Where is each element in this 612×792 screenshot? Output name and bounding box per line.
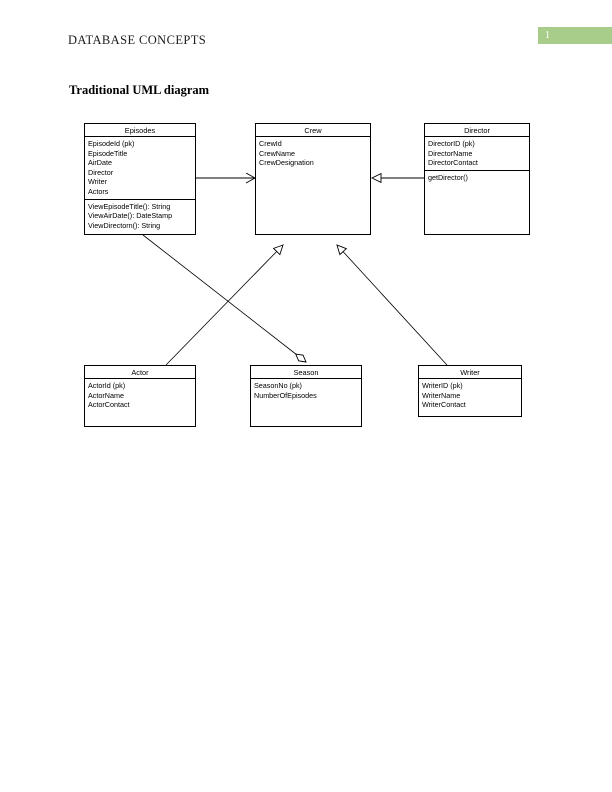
attribute: CrewName bbox=[259, 148, 295, 158]
attribute: AirDate bbox=[88, 158, 112, 168]
attribute: NumberOfEpisodes bbox=[254, 390, 317, 400]
uml-class-writer-attributes: WriterID (pk) WriterName WriterContact bbox=[419, 379, 521, 412]
uml-class-director-attributes: DirectorID (pk) DirectorName DirectorCon… bbox=[425, 137, 529, 171]
uml-class-director-title: Director bbox=[425, 124, 529, 137]
attribute: DirectorID (pk) bbox=[428, 139, 475, 148]
attribute: CrewId bbox=[259, 139, 282, 148]
attribute: Actors bbox=[88, 186, 109, 196]
page-number-badge: 1 bbox=[538, 27, 612, 44]
attribute: EpisodeTitle bbox=[88, 148, 128, 158]
attribute: WriterContact bbox=[422, 400, 466, 410]
uml-class-season[interactable]: Season SeasonNo (pk) NumberOfEpisodes bbox=[250, 365, 362, 427]
uml-class-crew-empty-compartment bbox=[256, 170, 370, 234]
attribute: DirectorName bbox=[428, 148, 473, 158]
attribute: ActorName bbox=[88, 390, 124, 400]
attribute: DirectorContact bbox=[428, 158, 478, 168]
uml-class-writer-filler bbox=[419, 412, 521, 416]
section-title: Traditional UML diagram bbox=[69, 83, 210, 97]
connector-actor-crew bbox=[165, 245, 283, 366]
uml-class-actor-attributes: ActorId (pk) ActorName ActorContact bbox=[85, 379, 195, 412]
uml-class-director[interactable]: Director DirectorID (pk) DirectorName Di… bbox=[424, 123, 530, 235]
attribute: Writer bbox=[88, 177, 108, 187]
uml-class-director-filler bbox=[425, 184, 529, 234]
uml-class-actor-filler bbox=[85, 412, 195, 426]
uml-class-crew[interactable]: Crew CrewId CrewName CrewDesignation bbox=[255, 123, 371, 235]
attribute: SeasonNo (pk) bbox=[254, 381, 302, 390]
method: ViewEpisodeTitle(): String bbox=[88, 201, 171, 211]
uml-class-crew-attributes: CrewId CrewName CrewDesignation bbox=[256, 137, 370, 170]
uml-class-season-title: Season bbox=[251, 366, 361, 379]
uml-class-crew-title: Crew bbox=[256, 124, 370, 137]
uml-class-episodes[interactable]: Episodes EpisodeId (pk) EpisodeTitle Air… bbox=[84, 123, 196, 235]
page-number-label: 1 bbox=[545, 30, 550, 41]
connector-writer-crew bbox=[337, 245, 448, 366]
uml-class-episodes-methods: ViewEpisodeTitle(): String ViewAirDate()… bbox=[85, 200, 195, 233]
uml-class-writer[interactable]: Writer WriterID (pk) WriterName WriterCo… bbox=[418, 365, 522, 417]
uml-class-director-methods: getDirector() bbox=[425, 171, 529, 185]
uml-class-episodes-title: Episodes bbox=[85, 124, 195, 137]
method: ViewDirectorn(): String bbox=[88, 220, 161, 230]
attribute: WriterID (pk) bbox=[422, 381, 463, 390]
uml-class-season-attributes: SeasonNo (pk) NumberOfEpisodes bbox=[251, 379, 361, 402]
attribute: CrewDesignation bbox=[259, 158, 314, 168]
connector-episodes-season bbox=[142, 234, 307, 363]
uml-class-actor[interactable]: Actor ActorId (pk) ActorName ActorContac… bbox=[84, 365, 196, 427]
attribute: ActorContact bbox=[88, 400, 130, 410]
uml-class-writer-title: Writer bbox=[419, 366, 521, 379]
uml-class-actor-title: Actor bbox=[85, 366, 195, 379]
attribute: WriterName bbox=[422, 390, 461, 400]
attribute: Director bbox=[88, 167, 114, 177]
method: getDirector() bbox=[428, 172, 468, 182]
uml-class-season-filler bbox=[251, 402, 361, 426]
uml-class-episodes-attributes: EpisodeId (pk) EpisodeTitle AirDate Dire… bbox=[85, 137, 195, 200]
attribute: EpisodeId (pk) bbox=[88, 139, 135, 148]
method: ViewAirDate(): DateStamp bbox=[88, 211, 173, 221]
document-header: DATABASE CONCEPTS bbox=[68, 33, 207, 47]
attribute: ActorId (pk) bbox=[88, 381, 126, 390]
